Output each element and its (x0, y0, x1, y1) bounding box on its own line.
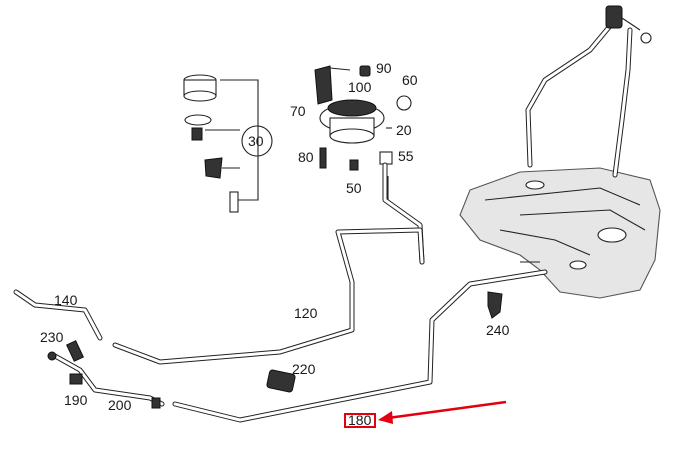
callout-55: 55 (398, 148, 414, 164)
filter-assembly-30 (183, 74, 259, 213)
callout-70: 70 (290, 103, 306, 119)
callout-80: 80 (298, 149, 314, 165)
clip-240 (487, 291, 503, 319)
callout-190: 190 (64, 392, 88, 408)
callout-60: 60 (402, 72, 418, 88)
hose-group-left (13, 289, 165, 409)
callout-240: 240 (486, 322, 510, 338)
callout-50: 50 (346, 180, 362, 196)
callout-120: 120 (294, 305, 318, 321)
callout-90: 90 (376, 60, 392, 76)
callout-140: 140 (54, 292, 78, 308)
leader-lines (387, 176, 540, 263)
callout-20: 20 (396, 122, 412, 138)
highlight-arrow (378, 400, 507, 424)
pump-module (314, 65, 412, 171)
callout-30-circle (241, 125, 273, 157)
callout-100: 100 (348, 79, 372, 95)
line-120 (112, 227, 425, 365)
feed-line (382, 162, 425, 265)
clip-220 (266, 369, 296, 393)
callout-180: 180 (348, 412, 372, 428)
callout-180-highlight-box (344, 413, 376, 428)
callout-200: 200 (108, 397, 132, 413)
callout-30: 30 (248, 133, 264, 149)
callout-220: 220 (292, 361, 316, 377)
fuel-tank (459, 167, 661, 299)
line-180 (172, 269, 548, 423)
filler-neck (525, 5, 652, 178)
callout-230: 230 (40, 329, 64, 345)
